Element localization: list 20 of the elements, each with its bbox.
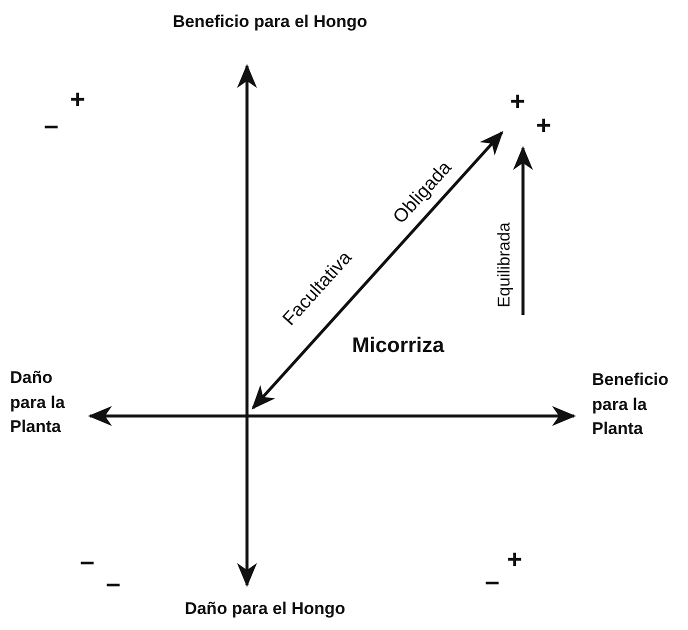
axis-title: Daño para la Planta <box>10 367 66 438</box>
minus-sign: – <box>106 570 120 596</box>
axis-title: Beneficio para el Hongo <box>172 11 368 33</box>
axis-arrow <box>88 406 247 426</box>
region-label: Micorriza <box>352 334 444 358</box>
plus-sign: + <box>536 112 552 138</box>
minus-sign: – <box>44 112 58 138</box>
axis-title: Beneficio para la Planta <box>592 369 670 440</box>
edge-label: Equilibrada <box>494 222 515 308</box>
minus-sign: – <box>80 548 94 574</box>
axis-title: Daño para el Hongo <box>184 598 346 620</box>
plus-sign: + <box>510 88 526 114</box>
plus-sign: + <box>507 546 522 572</box>
axis-arrow <box>247 406 576 426</box>
plus-sign: + <box>70 86 86 112</box>
double-arrow <box>252 130 504 410</box>
axis-arrow <box>237 416 257 587</box>
arrow <box>513 146 533 315</box>
axis-arrow <box>237 64 257 416</box>
minus-sign: – <box>485 568 500 594</box>
